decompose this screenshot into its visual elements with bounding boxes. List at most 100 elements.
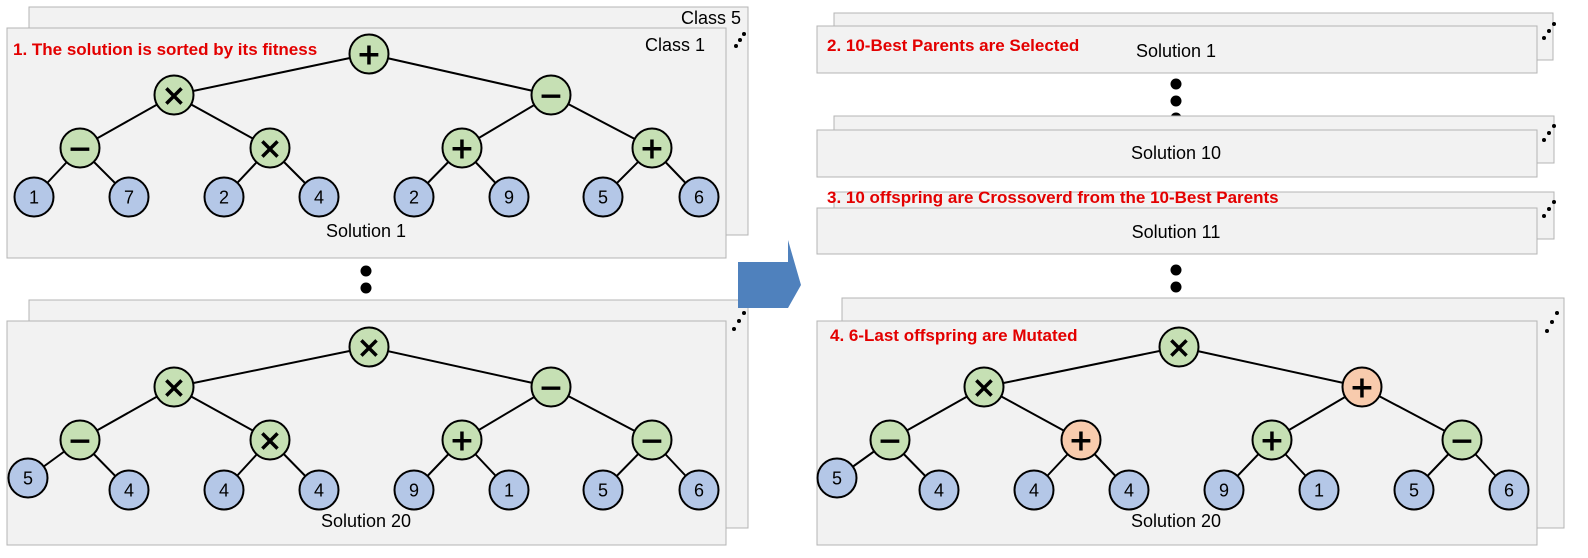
plus-operator-symbol: + [1259,424,1284,459]
leaf-node [1298,469,1340,511]
leaf-node [108,176,150,218]
leaf-value: 1 [504,481,514,501]
leaf-value: 2 [409,188,419,208]
mutated-plus-operator-node [1060,419,1102,461]
leaf-node [298,469,340,511]
times-operator-symbol: × [1166,331,1191,366]
leaf-node [918,469,960,511]
solution-20-mutated-caption: Solution 20 [1131,511,1221,531]
times-operator-node [348,326,390,368]
solution-1-caption: Solution 1 [326,221,406,241]
plus-operator-node [441,127,483,169]
step-4-title: 4. 6-Last offspring are Mutated [830,326,1077,345]
leaf-node [108,469,150,511]
tree-edge [368,53,552,96]
leaf-node [13,176,55,218]
stack-dot [738,38,742,42]
leaf-value: 6 [1504,481,1514,501]
ellipsis-dot [1170,95,1182,107]
minus-operator-node [59,127,101,169]
times-operator-symbol: × [257,132,282,167]
tree-edge [173,53,370,96]
plus-operator-node [631,127,673,169]
leaf-value: 6 [694,188,704,208]
leaf-value: 4 [1124,481,1134,501]
times-operator-node [1158,326,1200,368]
tree-edge [173,346,370,388]
solution-10-label: Solution 10 [1131,143,1221,163]
plus-operator-symbol: + [639,132,664,167]
times-operator-symbol: × [161,371,186,406]
plus-operator-symbol: + [449,424,474,459]
stack-dot [1542,138,1546,142]
stack-dot [1555,311,1559,315]
stack-dot [737,319,741,323]
leaf-value: 9 [504,188,514,208]
leaf-node [488,176,530,218]
stack-dot [1547,207,1551,211]
plus-operator-symbol: + [1068,424,1093,459]
leaf-node [203,176,245,218]
times-operator-node [249,419,291,461]
class-5-label: Class 5 [681,8,741,28]
stack-dot [1542,214,1546,218]
ellipsis-dot [1170,78,1182,90]
stack-dot [732,327,736,331]
class-1-label: Class 1 [645,35,705,55]
leaf-value: 4 [219,481,229,501]
process-arrow [738,240,801,308]
leaf-value: 5 [23,469,33,489]
minus-operator-symbol: − [639,424,664,459]
leaf-value: 2 [219,188,229,208]
leaf-node [393,176,435,218]
minus-operator-node [530,366,572,408]
minus-operator-symbol: − [877,424,902,459]
leaf-node [1488,469,1530,511]
leaf-node [678,469,720,511]
solution-1-label: Solution 1 [1136,41,1216,61]
leaf-node [298,176,340,218]
tree-edge [368,346,552,388]
times-operator-symbol: × [356,331,381,366]
times-operator-node [249,127,291,169]
leaf-value: 4 [124,481,134,501]
leaf-node [816,457,858,499]
times-operator-node [153,74,195,116]
leaf-node [1203,469,1245,511]
minus-operator-symbol: − [67,424,92,459]
leaf-value: 4 [314,481,324,501]
minus-operator-symbol: − [1449,424,1474,459]
leaf-value: 5 [832,469,842,489]
stack-dot [1545,329,1549,333]
stack-dot [734,44,738,48]
minus-operator-node [59,419,101,461]
solution-10-panel [816,129,1538,178]
plus-operator-node [441,419,483,461]
leaf-value: 7 [124,188,134,208]
plus-operator-node [348,33,390,75]
leaf-node [203,469,245,511]
leaf-node [678,176,720,218]
plus-operator-symbol: + [1349,371,1374,406]
solution-11-panel [816,207,1538,255]
leaf-node [582,176,624,218]
leaf-value: 4 [1029,481,1039,501]
leaf-node [582,469,624,511]
minus-operator-symbol: − [67,132,92,167]
leaf-value: 5 [1409,481,1419,501]
leaf-value: 6 [694,481,704,501]
leaf-value: 5 [598,481,608,501]
stack-dot [1547,29,1551,33]
times-operator-node [963,366,1005,408]
times-operator-symbol: × [161,79,186,114]
times-operator-node [153,366,195,408]
solution-20-caption: Solution 20 [321,511,411,531]
leaf-value: 5 [598,188,608,208]
plus-operator-symbol: + [449,132,474,167]
stack-dot [1552,124,1556,128]
plus-operator-symbol: + [356,38,381,73]
leaf-node [1013,469,1055,511]
tree-edge [983,346,1180,388]
